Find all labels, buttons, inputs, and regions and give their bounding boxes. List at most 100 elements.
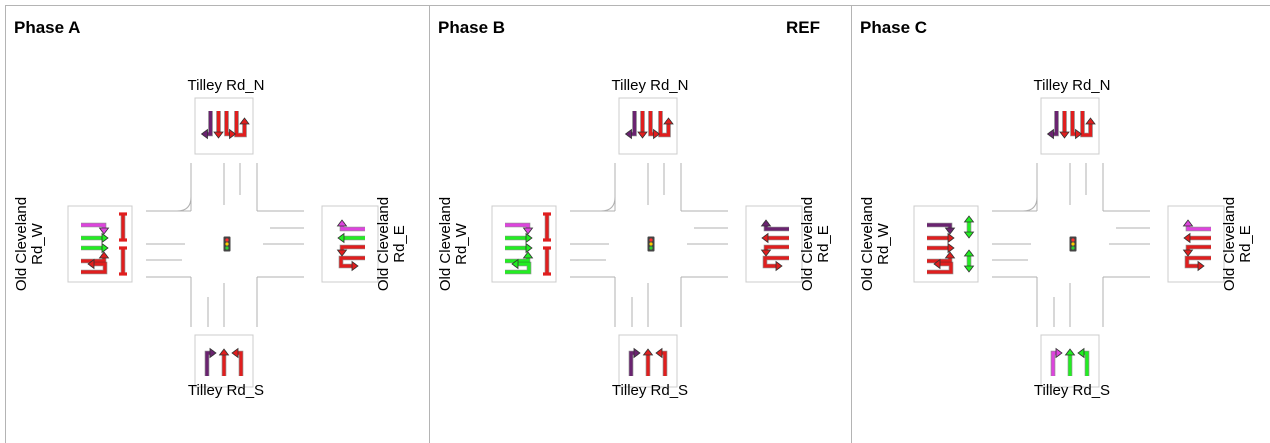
movement-arrow-left [927, 251, 956, 264]
phase-panel-b: Phase B REF Tilley Rd_N Tilley Rd_S Old … [429, 5, 850, 443]
movement-arrow-uturn [927, 258, 954, 275]
movement-arrow-left [1077, 347, 1090, 376]
movement-arrow-right [1182, 219, 1211, 232]
approach-label-east-line1: Old Cleveland [375, 196, 392, 292]
movement-box-west [913, 205, 979, 283]
approach-label-west-line1: Old Cleveland [437, 196, 454, 292]
movement-arrow-uturn [658, 111, 674, 138]
movement-arrow-left [224, 111, 237, 140]
approach-label-east-line2: Rd_E [1237, 225, 1254, 263]
phase-panel-c: Phase C Tilley Rd_N Tilley Rd_S Old Clev… [851, 5, 1270, 443]
diagram-frame [5, 5, 1270, 443]
movement-arrow-through [1059, 111, 1070, 139]
movement-box-north [618, 97, 678, 155]
movement-arrow-blocked [119, 212, 127, 242]
movement-arrow-right [628, 347, 641, 376]
movement-arrow-left [655, 347, 668, 376]
movement-box-north [194, 97, 254, 155]
movement-box-west [67, 205, 133, 283]
movement-box-south [1040, 334, 1100, 388]
movement-arrow-through [505, 232, 533, 244]
movement-arrow-uturn [762, 255, 789, 272]
movement-arrow-bidirectional [963, 215, 975, 239]
movement-arrow-through [927, 242, 955, 254]
movement-arrow-uturn [1080, 111, 1096, 138]
movement-arrow-uturn [338, 255, 365, 272]
approach-label-west: Old Cleveland Rd_W [13, 184, 46, 304]
movement-box-south [194, 334, 254, 388]
approach-label-west: Old Cleveland Rd_W [437, 184, 470, 304]
movement-arrow-uturn [1184, 255, 1211, 272]
approach-label-north: Tilley Rd_N [611, 77, 689, 94]
approach-label-east-line2: Rd_E [391, 225, 408, 263]
approach-label-west-line2: Rd_W [453, 223, 470, 265]
movement-arrow-left [648, 111, 661, 140]
movement-arrow-uturn [234, 111, 250, 138]
movement-arrow-right [1046, 111, 1059, 140]
movement-arrow-bidirectional [963, 249, 975, 273]
approach-label-north: Tilley Rd_N [1033, 77, 1111, 94]
movement-arrow-right [505, 222, 534, 235]
movement-arrow-through [927, 232, 955, 244]
approach-label-east: Old Cleveland Rd_E [799, 184, 832, 304]
approach-label-east: Old Cleveland Rd_E [1221, 184, 1254, 304]
approach-label-north: Tilley Rd_N [187, 77, 265, 94]
phase-title: Phase A [14, 18, 81, 37]
ref-label: REF [786, 18, 820, 37]
movement-arrow-left [336, 244, 365, 257]
intersection-diagram [913, 97, 1225, 388]
approach-label-south: Tilley Rd_S [1033, 382, 1111, 399]
movement-box-east [1167, 205, 1225, 283]
road-network [570, 163, 728, 333]
road-network [146, 163, 304, 333]
movement-arrow-right [204, 347, 217, 376]
movement-arrow-right [1050, 347, 1063, 376]
movement-arrow-left [760, 244, 789, 257]
intersection-diagram [491, 97, 803, 388]
approach-label-east-line2: Rd_E [815, 225, 832, 263]
movement-arrow-right [200, 111, 213, 140]
signal-icon [223, 236, 231, 252]
signal-icon [1069, 236, 1077, 252]
movement-arrow-right [81, 222, 110, 235]
movement-arrow-through [81, 242, 109, 254]
approach-label-west-line1: Old Cleveland [13, 196, 30, 292]
approach-label-south: Tilley Rd_S [187, 382, 265, 399]
movement-arrow-through [337, 232, 365, 244]
movement-box-east [321, 205, 379, 283]
approach-label-east-line1: Old Cleveland [799, 196, 816, 292]
signal-icon [647, 236, 655, 252]
movement-arrow-through [1064, 348, 1076, 376]
movement-arrow-blocked [119, 246, 127, 276]
movement-arrow-right [927, 222, 956, 235]
movement-arrow-blocked [543, 246, 551, 276]
movement-arrow-left [1182, 244, 1211, 257]
approach-label-west-line2: Rd_W [29, 223, 46, 265]
movement-arrow-through [1183, 232, 1211, 244]
movement-arrow-through [213, 111, 224, 139]
movement-box-east [745, 205, 803, 283]
movement-box-west [491, 205, 557, 283]
approach-label-east-line1: Old Cleveland [1221, 196, 1238, 292]
movement-arrow-left [81, 251, 110, 264]
movement-arrow-through [218, 348, 230, 376]
approach-label-west-line1: Old Cleveland [859, 196, 876, 292]
approach-label-west: Old Cleveland Rd_W [859, 184, 892, 304]
movement-arrow-uturn [505, 258, 532, 275]
movement-arrow-through [505, 242, 533, 254]
phase-panel-a: Phase A Tilley Rd_N Tilley Rd_S Old Clev… [6, 5, 428, 443]
movement-arrow-blocked [543, 212, 551, 242]
movement-arrow-uturn [81, 258, 108, 275]
movement-arrow-left [231, 347, 244, 376]
intersection-diagram [67, 97, 379, 388]
movement-arrow-right [336, 219, 365, 232]
movement-arrow-through [761, 232, 789, 244]
phase-title: Phase B [438, 18, 506, 37]
movement-arrow-right [624, 111, 637, 140]
movement-box-north [1040, 97, 1100, 155]
movement-arrow-right [760, 219, 789, 232]
movement-arrow-through [642, 348, 654, 376]
approach-label-east: Old Cleveland Rd_E [375, 184, 408, 304]
movement-arrow-left [505, 251, 534, 264]
approach-label-west-line2: Rd_W [875, 223, 892, 265]
